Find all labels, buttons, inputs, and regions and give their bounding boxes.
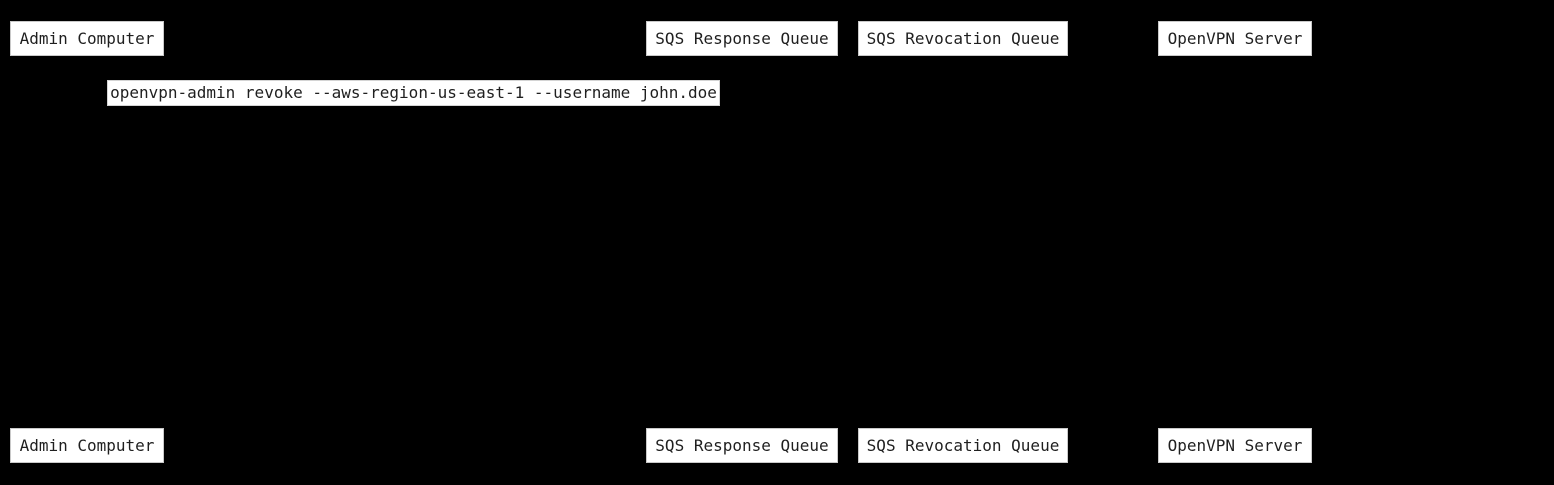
participant-sqs-revocation-queue-top: SQS Revocation Queue xyxy=(858,21,1068,56)
participant-sqs-response-queue-bottom: SQS Response Queue xyxy=(646,428,838,463)
participant-admin-computer-bottom: Admin Computer xyxy=(10,428,164,463)
participant-sqs-response-queue-top: SQS Response Queue xyxy=(646,21,838,56)
participant-admin-computer-top: Admin Computer xyxy=(10,21,164,56)
message-label-revoke-command: openvpn-admin revoke --aws-region-us-eas… xyxy=(107,80,720,106)
participant-openvpn-server-bottom: OpenVPN Server xyxy=(1158,428,1312,463)
participant-sqs-revocation-queue-bottom: SQS Revocation Queue xyxy=(858,428,1068,463)
participant-openvpn-server-top: OpenVPN Server xyxy=(1158,21,1312,56)
